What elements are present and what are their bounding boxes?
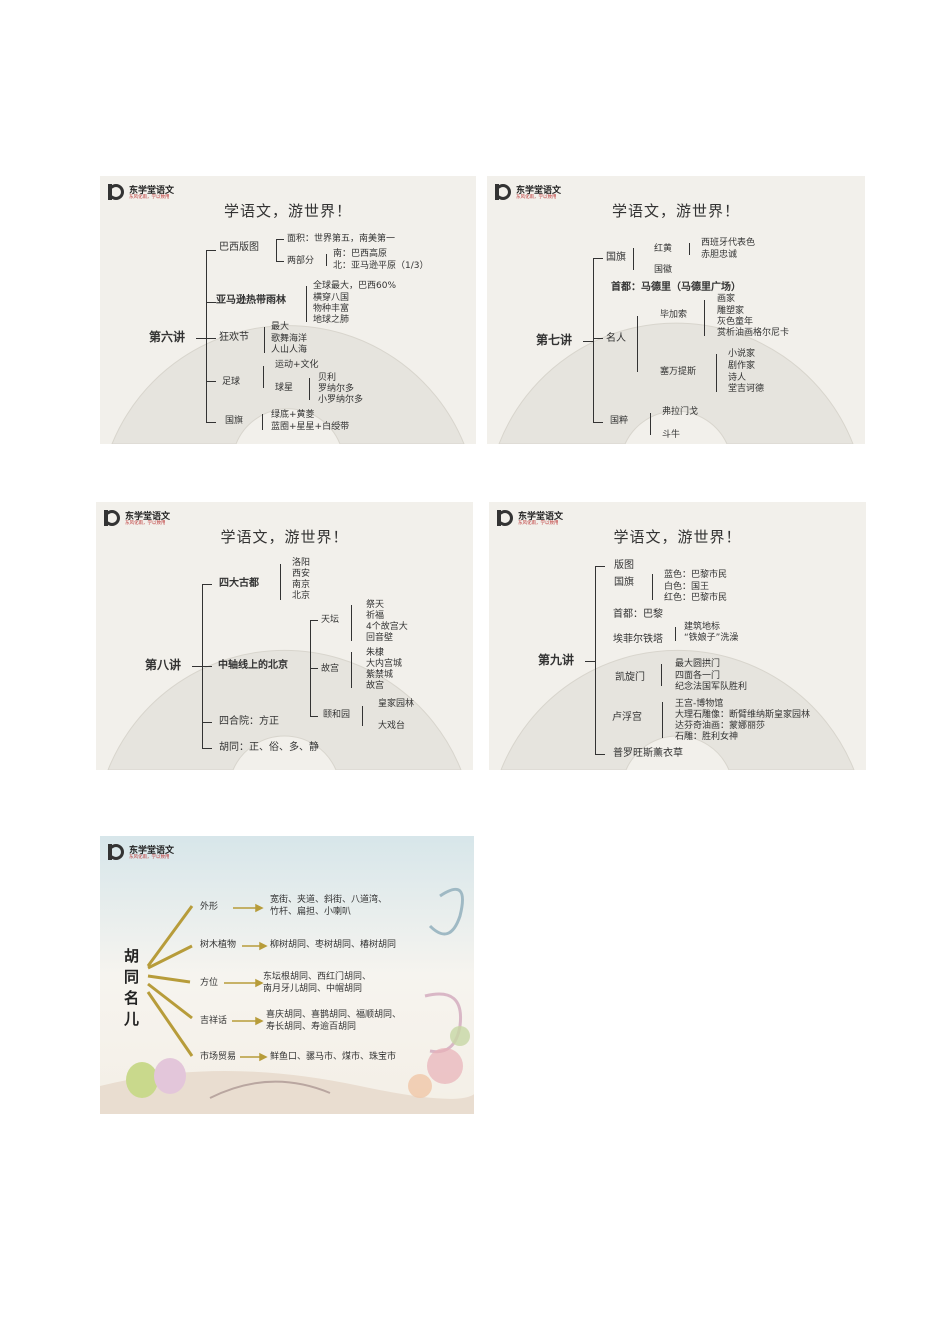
slide-lecture-7: 东学堂语文东风化雨，学以致用 学语文，游世界！ 第七讲 国旗 红黄 西班牙代表色… — [487, 176, 865, 444]
node-carnival: 狂欢节 — [219, 332, 249, 343]
node-essence: 国粹 — [610, 416, 629, 426]
branch-label-auspicious: 吉祥话 — [200, 1016, 228, 1026]
node-provence: 普罗旺斯薰衣草 — [613, 748, 683, 759]
logo: 东学堂语文东风化雨，学以致用 — [108, 182, 208, 204]
fan-background-icon — [498, 322, 854, 444]
lecture-label: 第七讲 — [536, 333, 573, 347]
logo: 东学堂语文东风化雨，学以致用 — [108, 842, 208, 864]
node-siheyuan: 四合院：方正 — [219, 716, 279, 727]
node-map: 版图 — [614, 560, 634, 571]
branch-arrows — [146, 903, 268, 1062]
slide-lecture-6: 东学堂语文东风化雨，学以致用 学语文，游世界！ 第六讲 巴西版图 面积：世界第五… — [100, 176, 476, 444]
slide-hutong-names: 东学堂语文东风化雨，学以致用 胡同名儿 外形 宽街、夹道、斜街、八道湾、 竹杆、… — [100, 836, 474, 1114]
decorative-background-icon — [100, 836, 474, 1114]
lecture-label: 第八讲 — [145, 658, 182, 672]
node-flag: 国旗 — [614, 577, 634, 588]
branch-label-direction: 方位 — [200, 978, 219, 988]
slide-title: 学语文，游世界！ — [223, 202, 352, 220]
node-louvre: 卢浮宫 — [612, 712, 642, 723]
lecture-label: 第九讲 — [538, 653, 575, 667]
fan-background-icon — [107, 649, 462, 770]
node-axis: 中轴线上的北京 — [218, 660, 288, 671]
node-capital: 首都：巴黎 — [613, 609, 663, 620]
logo: 东学堂语文东风化雨，学以致用 — [495, 182, 595, 204]
hutong-title: 胡同名儿 — [124, 947, 140, 1028]
fan-background-icon — [111, 325, 465, 444]
slide-lecture-8: 东学堂语文东风化雨，学以致用 学语文，游世界！ 第八讲 四大古都 洛阳 西安 南… — [96, 502, 473, 770]
node-amazon: 亚马逊热带雨林 — [216, 295, 286, 306]
node-map: 巴西版图 — [219, 242, 259, 253]
fan-background-icon — [500, 649, 855, 770]
node-arc: 凯旋门 — [615, 672, 645, 683]
node-eiffel: 埃菲尔铁塔 — [613, 634, 663, 645]
node-capital: 首都：马德里（马德里广场） — [611, 282, 741, 293]
branch-label-market: 市场贸易 — [200, 1052, 237, 1062]
lecture-label: 第六讲 — [149, 330, 186, 344]
node-capitals: 四大古都 — [219, 578, 259, 589]
branch-label-shape: 外形 — [200, 902, 219, 912]
node-hutong: 胡同：正、俗、多、静 — [219, 742, 319, 753]
branch-label-trees: 树木植物 — [200, 940, 237, 950]
node-flag: 国旗 — [225, 416, 244, 426]
logo: 东学堂语文东风化雨，学以致用 — [497, 508, 597, 530]
slide-lecture-9: 东学堂语文东风化雨，学以致用 学语文，游世界！ 第九讲 版图 国旗 蓝色：巴黎市… — [489, 502, 866, 770]
node-flag: 国旗 — [606, 252, 626, 263]
slide-title: 学语文，游世界！ — [613, 528, 742, 546]
node-football: 足球 — [222, 377, 241, 387]
logo: 东学堂语文东风化雨，学以致用 — [104, 508, 204, 530]
slide-title: 学语文，游世界！ — [611, 202, 740, 220]
slide-title: 学语文，游世界！ — [220, 528, 349, 546]
node-people: 名人 — [606, 333, 626, 344]
